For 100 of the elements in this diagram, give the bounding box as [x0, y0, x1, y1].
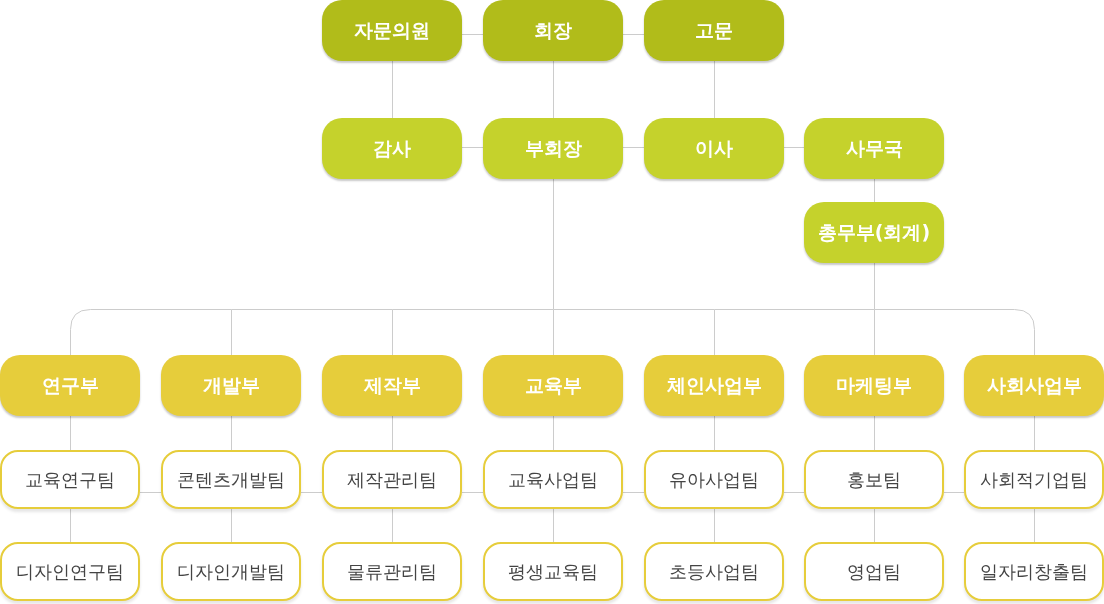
position-box	[644, 0, 784, 61]
connector-line	[874, 415, 875, 451]
team-box	[0, 542, 140, 601]
position-title: 부회장	[524, 137, 582, 160]
position-box	[804, 118, 944, 179]
connector-line	[553, 508, 554, 543]
team-box	[804, 542, 944, 601]
connector-line	[231, 309, 232, 356]
department-name: 연구부	[41, 374, 99, 397]
connector-line	[874, 309, 875, 356]
connector-line	[714, 508, 715, 543]
connector-line	[461, 147, 484, 148]
connector-line	[231, 415, 232, 451]
team-name: 사회적기업팀	[980, 468, 1088, 491]
connector-line	[90, 309, 232, 310]
department-name: 마케팅부	[836, 374, 912, 397]
connector-line	[553, 415, 554, 451]
connector-line	[461, 492, 484, 493]
team-name: 제작관리팀	[347, 468, 437, 491]
connector-line	[300, 492, 323, 493]
department-name: 체인사업부	[666, 374, 762, 397]
team-box	[804, 450, 944, 509]
connector-line	[714, 309, 875, 310]
team-box	[322, 450, 462, 509]
connector-line	[1014, 309, 1035, 356]
team-name: 교육사업팀	[508, 468, 598, 491]
connector-line	[553, 178, 554, 310]
department-name: 개발부	[202, 374, 260, 397]
team-box	[644, 542, 784, 601]
connector-line	[622, 147, 645, 148]
connector-line	[1034, 415, 1035, 451]
department-box	[644, 355, 784, 416]
connector-line	[392, 309, 554, 310]
department-box	[161, 355, 301, 416]
connector-line	[714, 309, 715, 356]
team-box	[483, 450, 623, 509]
team-name: 평생교육팀	[508, 560, 598, 583]
position-title: 이사	[695, 137, 733, 160]
team-box	[322, 542, 462, 601]
position-title: 사무국	[845, 137, 903, 160]
position-box	[322, 118, 462, 179]
connector-line	[231, 309, 393, 310]
connector-line	[943, 492, 965, 493]
connector-line	[553, 309, 715, 310]
connector-line	[783, 492, 805, 493]
connector-line	[70, 508, 71, 543]
department-box	[0, 355, 140, 416]
team-name: 디자인개발팀	[177, 560, 285, 583]
team-box	[483, 542, 623, 601]
department-name: 제작부	[363, 374, 421, 397]
position-box	[483, 0, 623, 61]
position-title: 자문의원	[354, 19, 430, 42]
connector-line	[622, 34, 645, 35]
connector-line	[70, 309, 91, 356]
connector-line	[392, 60, 393, 119]
team-box	[161, 450, 301, 509]
team-name: 유아사업팀	[669, 468, 759, 491]
connector-line	[392, 415, 393, 451]
position-box	[804, 202, 944, 263]
team-name: 콘텐츠개발팀	[177, 468, 285, 491]
connector-line	[874, 309, 1015, 310]
position-box	[644, 118, 784, 179]
connector-line	[461, 34, 484, 35]
department-name: 교육부	[524, 374, 582, 397]
department-name: 사회사업부	[986, 374, 1082, 397]
position-title: 고문	[695, 19, 733, 42]
connector-line	[553, 309, 554, 356]
department-box	[322, 355, 462, 416]
connector-line	[874, 178, 875, 203]
connector-line	[70, 415, 71, 451]
team-name: 영업팀	[847, 560, 901, 583]
department-box	[483, 355, 623, 416]
position-title: 감사	[373, 137, 411, 160]
team-name: 디자인연구팀	[16, 560, 124, 583]
connector-line	[622, 492, 645, 493]
team-name: 초등사업팀	[669, 560, 759, 583]
team-name: 홍보팀	[847, 468, 901, 491]
team-box	[0, 450, 140, 509]
connector-line	[392, 508, 393, 543]
team-name: 일자리창출팀	[980, 560, 1088, 583]
position-box	[483, 118, 623, 179]
team-box	[964, 450, 1104, 509]
team-box	[644, 450, 784, 509]
connector-line	[714, 60, 715, 119]
connector-line	[783, 147, 805, 148]
connector-line	[392, 309, 393, 356]
team-box	[161, 542, 301, 601]
team-name: 교육연구팀	[25, 468, 115, 491]
connector-line	[553, 60, 554, 119]
connector-line	[231, 508, 232, 543]
connector-line	[874, 262, 875, 310]
department-box	[964, 355, 1104, 416]
position-box	[322, 0, 462, 61]
connector-line	[874, 508, 875, 543]
position-title: 회장	[534, 19, 572, 42]
connector-line	[714, 415, 715, 451]
position-title: 총무부(회계)	[817, 221, 931, 244]
connector-line	[1034, 508, 1035, 543]
connector-line	[139, 492, 162, 493]
department-box	[804, 355, 944, 416]
